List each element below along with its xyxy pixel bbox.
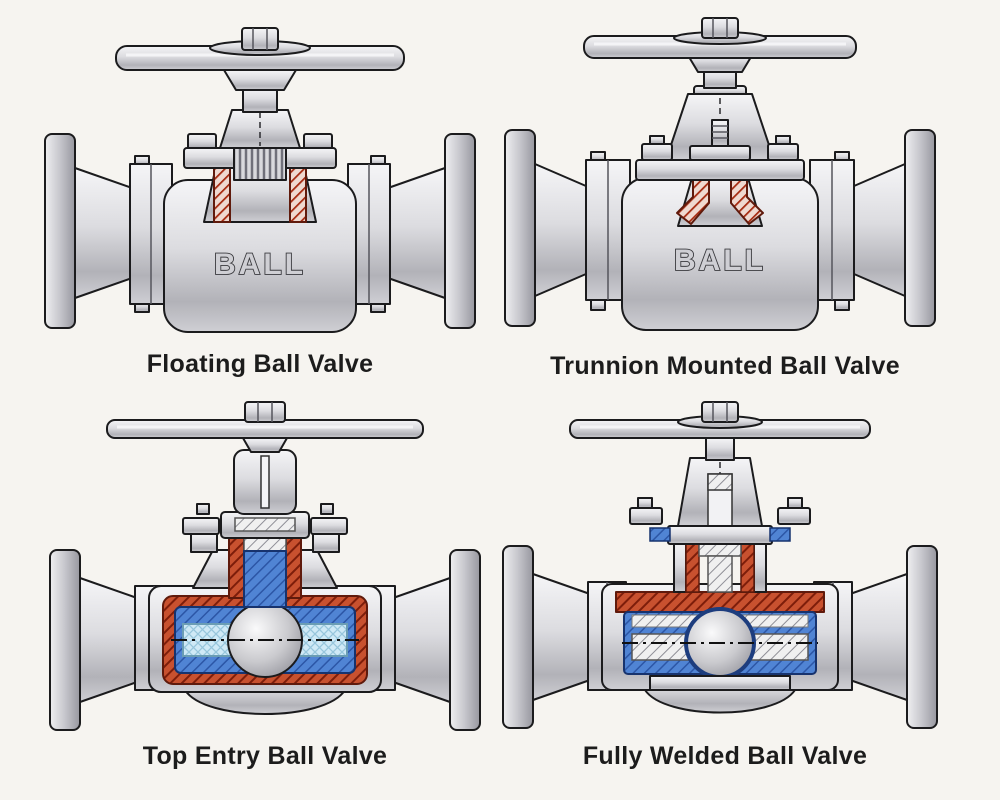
stem-slot xyxy=(260,455,270,509)
stem-seal-right xyxy=(289,159,307,223)
stem-nut xyxy=(701,17,739,39)
stem-packing xyxy=(233,147,287,181)
pipe-flange-right xyxy=(387,133,476,329)
stem-nut xyxy=(241,27,279,51)
neck-wall-right xyxy=(753,541,767,593)
handwheel xyxy=(115,27,405,91)
body-marking: BALL xyxy=(214,248,306,281)
handwheel xyxy=(106,401,424,453)
bonnet-cap xyxy=(220,511,310,539)
gland-bolt-left xyxy=(182,503,220,553)
neck-liner-left xyxy=(685,541,700,593)
stem-housing xyxy=(233,449,297,515)
neck-wall-left xyxy=(673,541,687,593)
stem xyxy=(705,437,735,461)
valve-label-fully-welded: Fully Welded Ball Valve xyxy=(582,742,868,770)
gland-collar xyxy=(667,525,773,545)
neck-liner-left xyxy=(228,535,245,599)
bonnet-tower xyxy=(677,457,763,527)
stem xyxy=(242,87,278,113)
collar-seal-right xyxy=(769,527,791,542)
valve-label-top-entry: Top Entry Ball Valve xyxy=(142,742,388,770)
bolt-ring-left xyxy=(585,151,631,311)
bonnet xyxy=(665,85,775,161)
pipe-flange-left xyxy=(502,545,591,729)
neck-shoulder-left xyxy=(192,549,230,589)
pipe-flange-left xyxy=(504,129,587,327)
gland-bolt-left xyxy=(629,497,663,525)
stem-seal-left xyxy=(213,159,231,223)
neck-shoulder-right xyxy=(300,549,338,589)
valve-illustration-top-entry xyxy=(49,401,481,731)
gland-bolt-right xyxy=(777,497,811,525)
neck-cavity xyxy=(243,550,287,608)
valve-illustration-fully-welded xyxy=(502,401,938,729)
valve-illustration-floating: BALL xyxy=(44,27,476,333)
pipe-flange-left xyxy=(49,549,138,731)
valve-label-floating: Floating Ball Valve xyxy=(146,350,374,378)
bonnet-flange xyxy=(635,135,805,181)
handwheel xyxy=(569,401,871,461)
valve-label-trunnion: Trunnion Mounted Ball Valve xyxy=(550,352,900,380)
neck-liner-right xyxy=(285,535,302,599)
bonnet xyxy=(219,109,301,149)
stem-stud xyxy=(689,119,751,161)
seat-right xyxy=(745,633,809,661)
stem-nut xyxy=(244,401,286,423)
pipe-flange-left xyxy=(44,133,133,329)
handwheel xyxy=(583,17,857,73)
pipe-flange-right xyxy=(849,545,938,729)
pipe-flange-right xyxy=(392,549,481,731)
neck-liner-right xyxy=(740,541,755,593)
collar-seal-left xyxy=(649,527,671,542)
stem-nut xyxy=(701,401,739,423)
pipe-flange-right xyxy=(853,129,936,327)
inner-stem-threads xyxy=(707,473,733,491)
seat-left xyxy=(631,633,695,661)
stem-section xyxy=(707,555,733,593)
gland-packing xyxy=(234,517,296,532)
valve-illustration-trunnion: BALL xyxy=(504,17,936,331)
bottom-support xyxy=(649,675,791,691)
body-marking: BALL xyxy=(674,244,766,277)
gland-bolt-right xyxy=(310,503,348,553)
